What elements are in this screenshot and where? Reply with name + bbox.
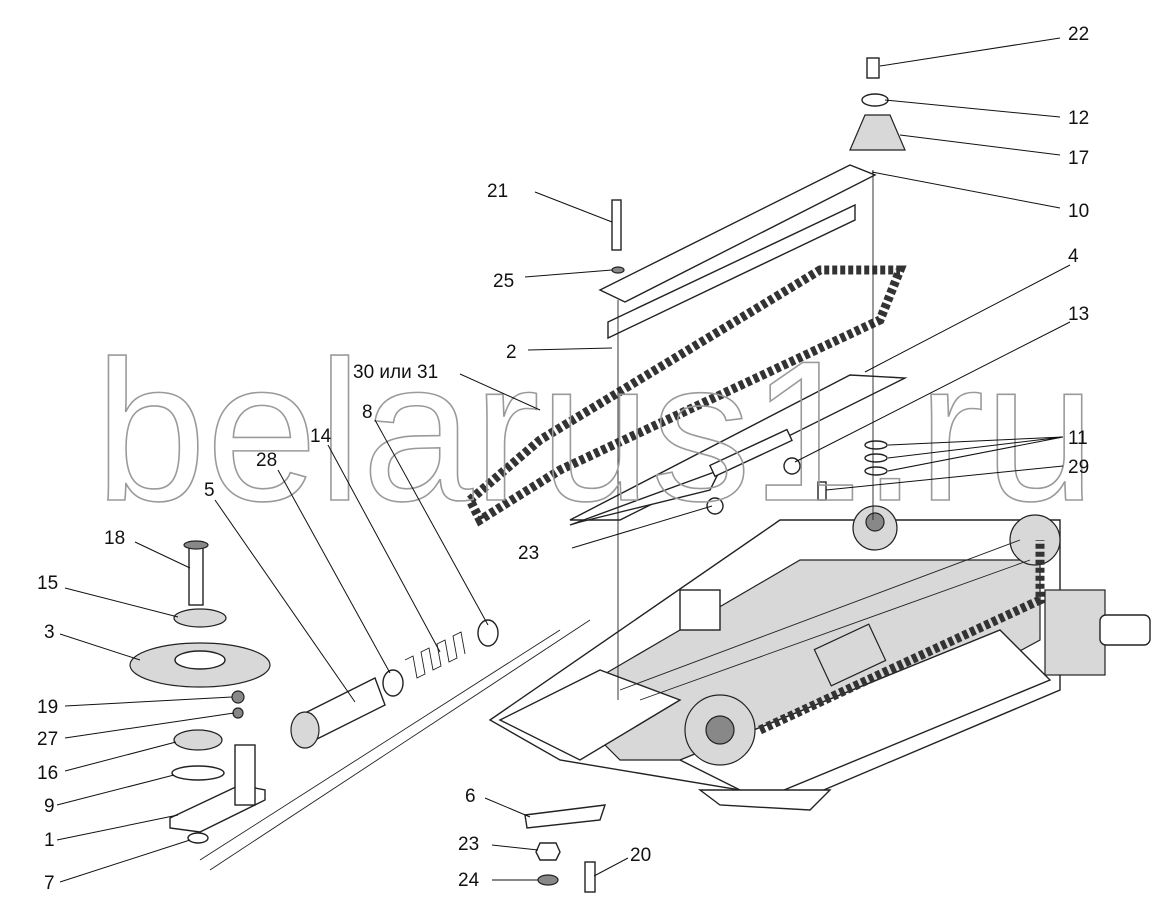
label-30-or-31: 30 или 31 bbox=[353, 362, 438, 383]
label-4: 4 bbox=[1068, 246, 1079, 267]
label-23-upper: 23 bbox=[518, 543, 539, 564]
label-19: 19 bbox=[37, 697, 58, 718]
label-18: 18 bbox=[104, 528, 125, 549]
part-labels: 22 12 17 10 21 25 4 13 2 30 или 31 8 14 … bbox=[37, 24, 1089, 894]
label-12: 12 bbox=[1068, 108, 1089, 129]
label-29: 29 bbox=[1068, 457, 1089, 478]
label-21: 21 bbox=[487, 181, 508, 202]
label-17: 17 bbox=[1068, 148, 1089, 169]
label-16: 16 bbox=[37, 763, 58, 784]
label-13: 13 bbox=[1068, 304, 1089, 325]
label-7: 7 bbox=[44, 873, 55, 894]
label-10: 10 bbox=[1068, 201, 1089, 222]
label-11: 11 bbox=[1068, 428, 1088, 449]
left-parts bbox=[129, 540, 607, 893]
label-23-lower: 23 bbox=[458, 834, 479, 855]
leader-lines bbox=[56, 37, 1071, 883]
label-6: 6 bbox=[465, 786, 476, 807]
label-20: 20 bbox=[630, 845, 651, 866]
label-14: 14 bbox=[310, 426, 332, 447]
chain-guide-assembly bbox=[464, 57, 908, 700]
label-22: 22 bbox=[1068, 24, 1089, 45]
label-2: 2 bbox=[506, 342, 517, 363]
label-3: 3 bbox=[44, 622, 55, 643]
label-25: 25 bbox=[493, 271, 514, 292]
main-housing bbox=[488, 505, 1151, 811]
label-5: 5 bbox=[204, 480, 215, 501]
label-9: 9 bbox=[44, 796, 55, 817]
label-28: 28 bbox=[256, 450, 277, 471]
label-8: 8 bbox=[362, 402, 373, 423]
label-1: 1 bbox=[44, 830, 55, 851]
label-24: 24 bbox=[458, 870, 480, 891]
watermark: belarus1.ru bbox=[95, 320, 1096, 543]
label-15: 15 bbox=[37, 573, 58, 594]
label-27: 27 bbox=[37, 729, 58, 750]
